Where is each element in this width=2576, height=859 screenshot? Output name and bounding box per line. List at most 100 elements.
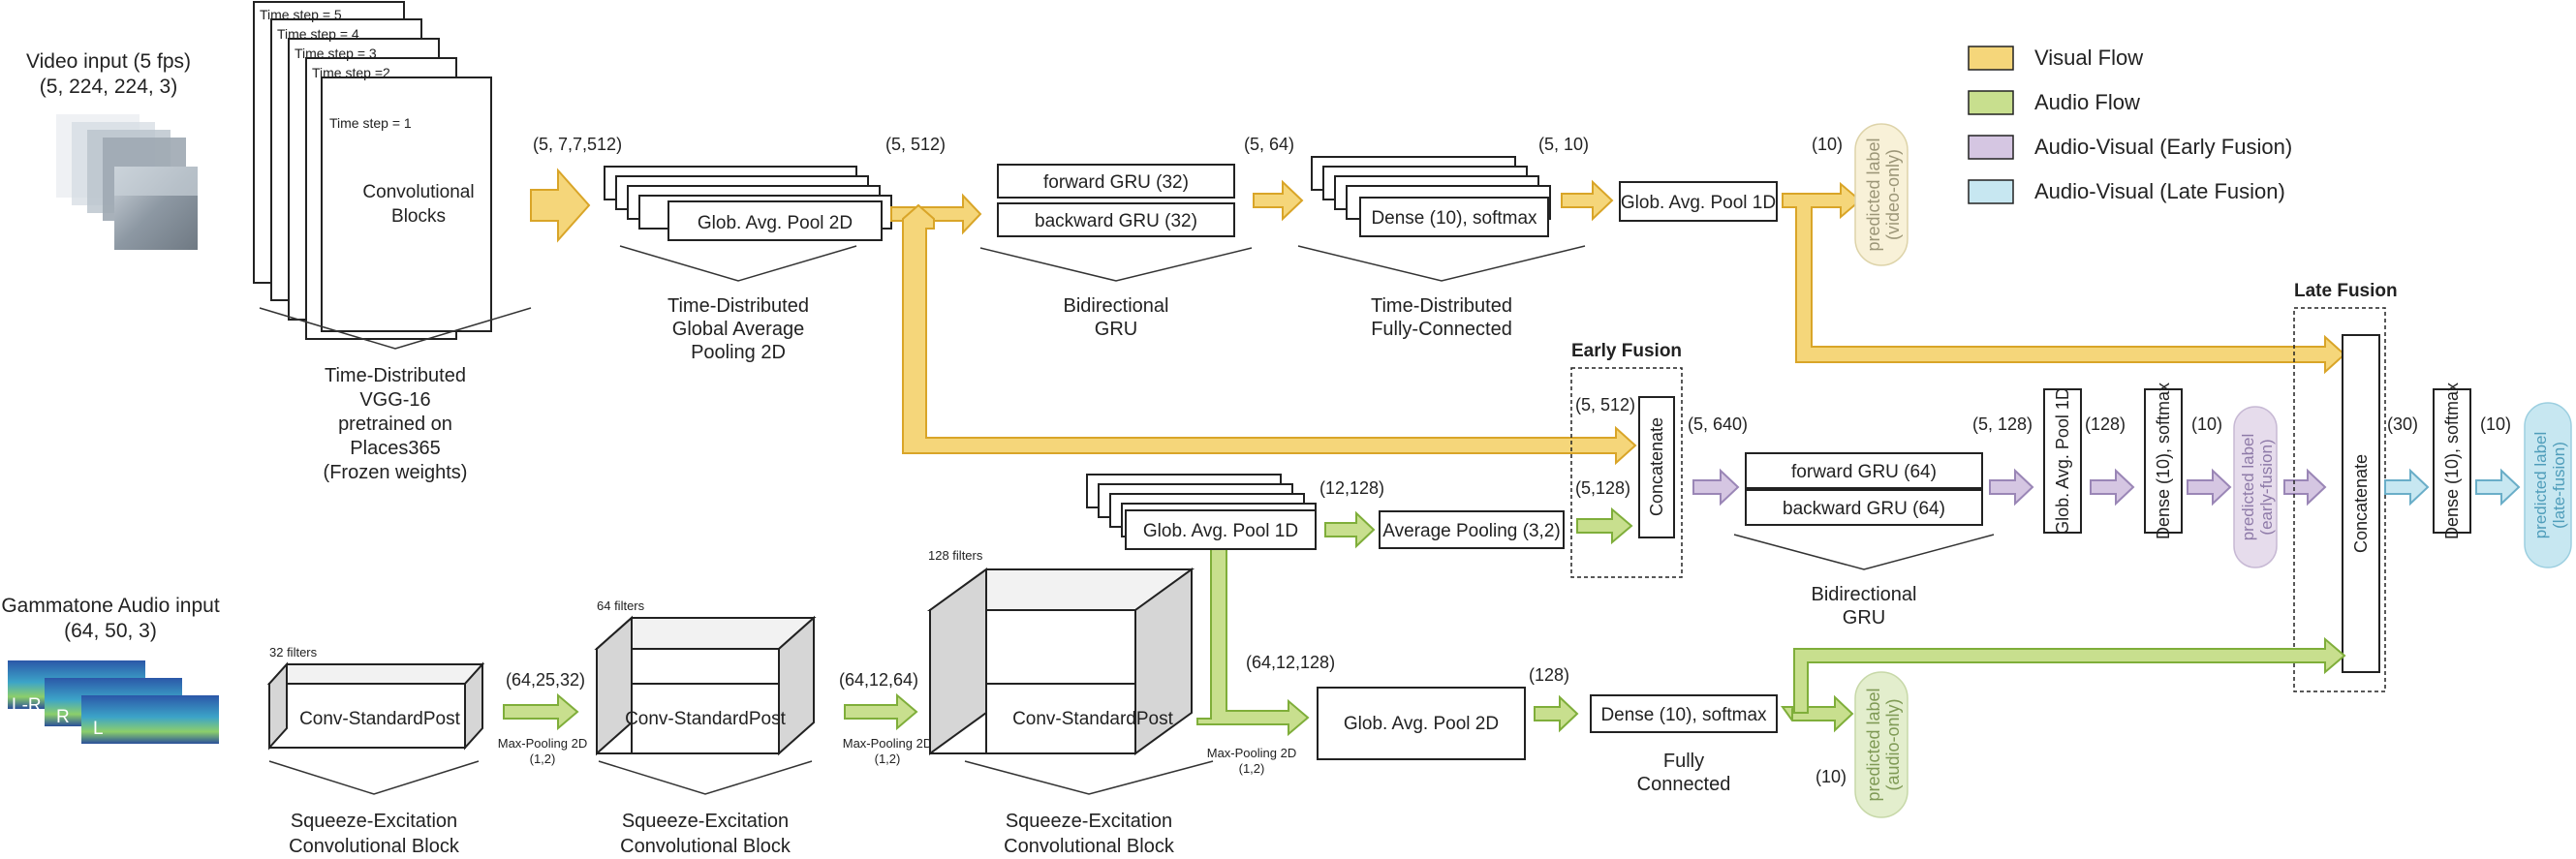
early-predicted-label: predicted label (early-fusion) [2239, 434, 2276, 541]
audio-glob-avg-pool-2d: Glob. Avg. Pool 2D [1344, 714, 1499, 734]
vgg-brace [259, 307, 532, 350]
svg-text:predicted label: predicted label [2531, 432, 2550, 539]
early-flow-arrow-2 [1989, 468, 2034, 506]
audio-to-late-fusion-arrow [1793, 636, 2346, 714]
legend: Visual Flow Audio Flow Audio-Visual (Ear… [1968, 46, 2292, 204]
spec-label-lr: L-R [12, 695, 42, 716]
audio-glob-avg-pool-1d-stack: Glob. Avg. Pool 1D [1086, 474, 1317, 550]
legend-late: Audio-Visual (Late Fusion) [2034, 179, 2285, 203]
early-bidirectional-gru: forward GRU (64) backward GRU (64) [1745, 452, 1983, 526]
early-concatenate-box [1638, 396, 1675, 538]
video-glob-avg-pool-2d: Glob. Avg. Pool 2D [698, 213, 853, 233]
svg-text:Places365: Places365 [350, 438, 440, 459]
audio-fc-caption-1: Fully [1663, 751, 1704, 772]
time-step-2: Time step =2 [312, 65, 390, 80]
dim-a6: (10) [1816, 767, 1847, 786]
maxpool-3b: (1,2) [1239, 761, 1265, 776]
dim-ef-a: (5, 512) [1575, 395, 1635, 414]
audio-predicted-label: predicted label (audio-only) [1864, 688, 1903, 801]
video-glob-avg-pool-1d: Glob. Avg. Pool 1D [1621, 193, 1776, 213]
late-dense-box [2433, 388, 2471, 534]
dim-d7: (5, 128) [1972, 414, 2033, 434]
audio-dense-box [1590, 694, 1778, 733]
svg-text:(audio-only): (audio-only) [1883, 698, 1903, 790]
conv-blocks-label-2: Blocks [391, 206, 446, 227]
maxpool-2b: (1,2) [875, 752, 901, 766]
legend-swatch-audio [1968, 90, 2014, 115]
early-flow-arrow-4 [2187, 468, 2232, 506]
video-dense-brace [1297, 245, 1586, 282]
dim-d4: (5, 10) [1538, 135, 1589, 154]
early-dense-box [2144, 388, 2183, 534]
time-step-stack: Time step = 5 Time step = 4 Time step = … [253, 1, 492, 340]
audio-to-label-arrow [1781, 694, 1854, 733]
visual-flow-arrow-4 [1561, 179, 1614, 222]
filters-32: 32 filters [269, 645, 318, 660]
svg-text:(late-fusion): (late-fusion) [2550, 442, 2568, 529]
dim-d8: (128) [2085, 414, 2126, 434]
svg-text:Bidirectional: Bidirectional [1064, 295, 1169, 317]
time-step-1: Time step = 1 [329, 115, 412, 131]
late-concatenate: Concatenate [2351, 454, 2371, 553]
legend-swatch-early [1968, 135, 2014, 160]
conv-standard-post-3: Conv-StandardPost [1012, 709, 1174, 729]
early-glob-avg-pool-1d: Glob. Avg. Pool 1D [2053, 387, 2072, 535]
early-fusion-box [1570, 367, 1683, 578]
audio-flow-arrow-4 [1324, 510, 1376, 549]
early-gru-brace [1733, 534, 1995, 570]
legend-swatch-late [1968, 179, 2014, 204]
time-step-5: Time step = 5 [260, 7, 342, 22]
svg-text:Pooling 2D: Pooling 2D [691, 342, 786, 363]
video-input: Video input (5 fps) (5, 224, 224, 3) [26, 50, 198, 250]
late-flow-arrow-1 [2384, 468, 2430, 506]
dim-a4: (64,12,128) [1246, 653, 1335, 672]
se-brace-2 [598, 760, 813, 795]
svg-text:Bidirectional: Bidirectional [1812, 584, 1917, 605]
legend-audio: Audio Flow [2034, 90, 2140, 114]
svg-text:pretrained on: pretrained on [338, 414, 452, 435]
late-flow-arrow-2 [2475, 468, 2521, 506]
filters-64: 64 filters [597, 598, 645, 613]
video-backward-gru: backward GRU (32) [1035, 211, 1197, 231]
audio-flow-arrow-2 [844, 692, 918, 731]
visual-flow-arrow-1 [530, 168, 591, 243]
se-brace-1 [268, 760, 480, 795]
video-dense: Dense (10), softmax [1371, 208, 1537, 229]
dim-d6: (5, 640) [1688, 414, 1748, 434]
spectrogram-image: L-R R L [8, 660, 219, 744]
svg-text:predicted label: predicted label [2239, 434, 2257, 541]
svg-text:GRU: GRU [1843, 607, 1885, 629]
late-predicted-label-pill [2524, 402, 2572, 568]
dim-d11: (10) [2480, 414, 2511, 434]
early-to-late-arrow [2283, 468, 2327, 506]
early-glob-avg-pool-1d-box [2043, 388, 2082, 534]
video-dense-stack: Dense (10), softmax [1311, 156, 1551, 237]
audio-glob-avg-pool-2d-box [1317, 687, 1526, 760]
early-concatenate: Concatenate [1647, 417, 1666, 516]
dim-a2: (64,25,32) [506, 670, 585, 690]
maxpool-3a: Max-Pooling 2D [1207, 746, 1297, 760]
svg-text:Time-Distributed: Time-Distributed [1371, 295, 1512, 317]
visual-to-late-fusion-arrow [1782, 181, 2346, 375]
early-predicted-label-pill [2233, 406, 2278, 568]
visual-flow-arrow-3 [1253, 179, 1304, 222]
spec-label-l: L [93, 719, 104, 739]
video-predicted-label-pill [1854, 123, 1909, 266]
audio-flow-arrow-5 [1534, 694, 1579, 733]
audio-avg-pooling: Average Pooling (3,2) [1382, 521, 1560, 541]
dim-d10: (30) [2387, 414, 2418, 434]
early-forward-gru: forward GRU (64) [1791, 462, 1937, 482]
maxpool-1b: (1,2) [530, 752, 556, 766]
maxpool-1a: Max-Pooling 2D [498, 736, 588, 751]
video-forward-gru: forward GRU (32) [1043, 172, 1189, 193]
audio-input-title: Gammatone Audio input [1, 595, 219, 617]
video-gru-caption: Bidirectional GRU [1064, 295, 1169, 340]
legend-early: Audio-Visual (Early Fusion) [2034, 135, 2292, 159]
audio-predicted-label-pill [1854, 671, 1909, 818]
maxpool-2a: Max-Pooling 2D [843, 736, 933, 751]
se-caption-2b: Convolutional Block [620, 836, 791, 857]
se-caption-3a: Squeeze-Excitation [1006, 811, 1172, 832]
late-predicted-label: predicted label (late-fusion) [2531, 432, 2568, 539]
dim-a3: (64,12,64) [839, 670, 918, 690]
